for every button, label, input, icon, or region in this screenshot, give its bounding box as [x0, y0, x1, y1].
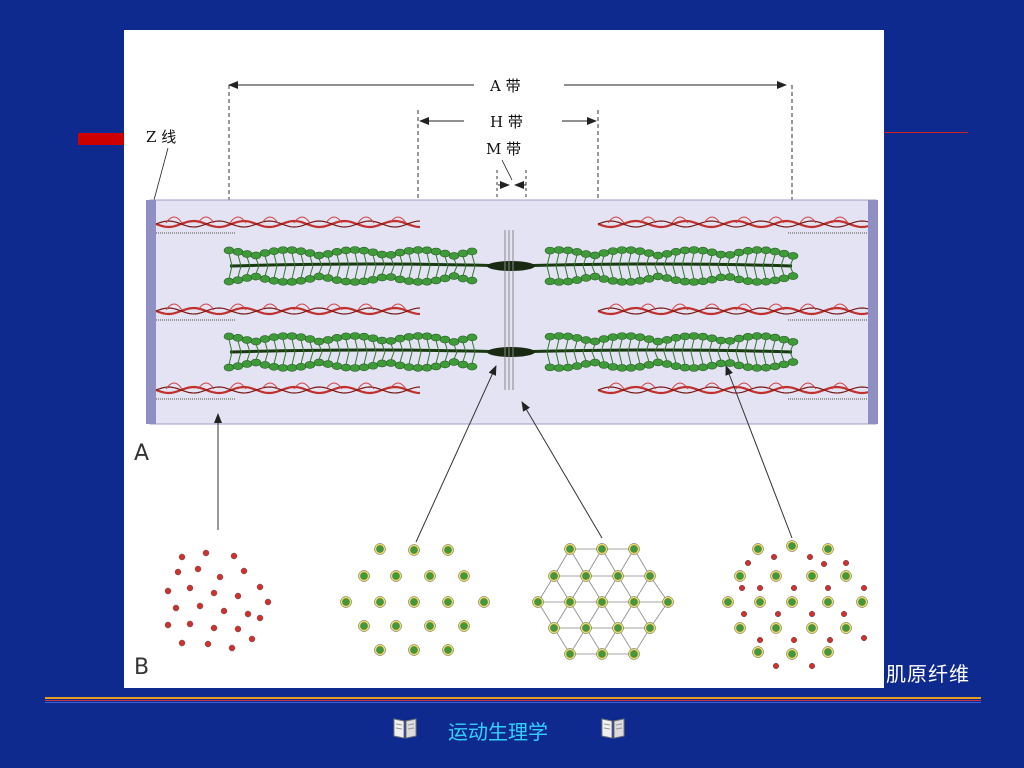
- actin-dot: [234, 625, 242, 633]
- actin-dot: [826, 636, 834, 644]
- pointer-m-line: [521, 401, 603, 539]
- actin-dot: [824, 584, 832, 592]
- actin-dot: [164, 621, 172, 629]
- actin-dot: [756, 584, 764, 592]
- actin-dot: [172, 604, 180, 612]
- pointer-thick: [415, 365, 497, 543]
- actin-dot: [774, 610, 782, 618]
- book-icon: [393, 718, 417, 739]
- actin-dot: [220, 607, 228, 615]
- cross-section-thin-filaments: [164, 549, 272, 652]
- actin-dot: [842, 559, 850, 567]
- actin-dot: [740, 610, 748, 618]
- thin-filament: [597, 306, 869, 316]
- actin-dot: [738, 584, 746, 592]
- actin-dot: [196, 602, 204, 610]
- actin-dot: [174, 568, 182, 576]
- thick-filaments: [223, 246, 799, 372]
- footer-rule: [45, 702, 981, 703]
- m-line: [504, 230, 514, 390]
- actin-dot: [186, 584, 194, 592]
- actin-dot: [256, 583, 264, 591]
- actin-dot: [186, 620, 194, 628]
- actin-dot: [204, 640, 212, 648]
- actin-dot: [790, 584, 798, 592]
- a-band-label: A 带: [489, 77, 521, 95]
- cross-section-thick-filaments: [340, 543, 490, 656]
- actin-dot: [790, 636, 798, 644]
- actin-dot: [178, 639, 186, 647]
- actin-dot: [164, 587, 172, 595]
- actin-dot: [860, 584, 868, 592]
- actin-dot: [770, 553, 778, 561]
- actin-dot: [244, 610, 252, 618]
- thin-filament: [155, 306, 421, 316]
- actin-dot: [210, 624, 218, 632]
- actin-dot: [194, 565, 202, 573]
- cross-section-m-line: [532, 543, 674, 660]
- actin-dot: [808, 610, 816, 618]
- actin-dot: [210, 589, 218, 597]
- footer-course-title: 运动生理学: [448, 720, 548, 744]
- actin-dot: [216, 573, 224, 581]
- actin-dot: [860, 634, 868, 642]
- actin-dot: [240, 567, 248, 575]
- m-band-label: M 带: [486, 140, 521, 158]
- actin-dot: [264, 598, 272, 606]
- actin-dot: [840, 610, 848, 618]
- actin-dot: [806, 553, 814, 561]
- thin-filaments: [155, 216, 869, 400]
- accent-bar: [78, 133, 128, 145]
- actin-dot: [178, 553, 186, 561]
- thin-filament: [597, 219, 869, 229]
- actin-dot: [772, 662, 780, 670]
- actin-dot: [808, 662, 816, 670]
- m-band-pointer: [501, 159, 513, 181]
- sarcomere-diagram: [146, 199, 878, 425]
- panel-a-label: A: [134, 441, 149, 466]
- cross-section-overlap-zone: [722, 540, 868, 670]
- actin-dot: [248, 635, 256, 643]
- z-line-label: Z 线: [146, 128, 176, 146]
- accent-line: [884, 132, 968, 133]
- actin-dot: [234, 592, 242, 600]
- thin-filament: [155, 219, 421, 229]
- h-band-label: H 带: [490, 113, 523, 131]
- thin-filament: [155, 385, 421, 395]
- thin-filament: [597, 385, 869, 395]
- band-labels: A 带 H 带 M 带 Z 线: [146, 77, 793, 201]
- z-disc-left: [146, 200, 156, 424]
- slide-caption: 肌原纤维: [886, 662, 970, 686]
- actin-dot: [202, 549, 210, 557]
- actin-dot: [230, 552, 238, 560]
- z-line-pointer: [153, 147, 169, 201]
- z-disc-right: [868, 200, 878, 424]
- actin-dot: [744, 559, 752, 567]
- actin-dot: [820, 560, 828, 568]
- book-icon: [601, 718, 625, 739]
- cross-section-pointers: [214, 365, 793, 543]
- pointer-overlap: [725, 365, 793, 539]
- footer-rule: [45, 697, 981, 699]
- actin-dot: [228, 644, 236, 652]
- actin-dot: [756, 636, 764, 644]
- actin-dot: [256, 614, 264, 622]
- footer-rule: [45, 700, 981, 701]
- panel-b-label: B: [134, 655, 149, 680]
- sarcomere-figure: A 带 H 带 M 带 Z 线: [124, 30, 884, 688]
